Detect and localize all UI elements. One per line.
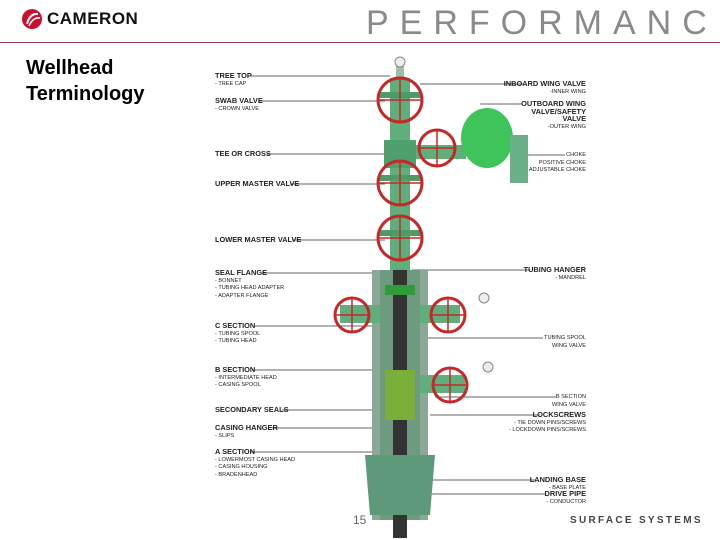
label-inboard-wing-valve: INBOARD WING VALVE-INNER WING (504, 80, 586, 96)
label-sub: - CROWN VALVE (215, 105, 259, 112)
label-a-section: A SECTION- LOWERMOST CASING HEAD- CASING… (215, 448, 295, 479)
page-number: 15 (353, 513, 367, 527)
label-lockscrews: LOCKSCREWS- TIE DOWN PINS/SCREWS- LOCKDO… (509, 411, 586, 435)
label-title: C SECTION (215, 321, 256, 330)
label-sub: - LOCKDOWN PINS/SCREWS (508, 427, 586, 433)
label-tubing-hanger: TUBING HANGER- MANDREL (524, 266, 586, 282)
footer-division: SURFACE SYSTEMS (570, 515, 703, 526)
label-sub: - INTERMEDIATE HEAD (215, 374, 277, 381)
label-landing-base: LANDING BASE- BASE PLATE (530, 476, 586, 492)
label-sub: - CONDUCTOR (546, 498, 586, 505)
label-secondary-seals: SECONDARY SEALS (215, 406, 289, 415)
header-divider (0, 42, 720, 43)
label-title: B SECTION (215, 365, 256, 374)
label-title: UPPER MASTER VALVE (215, 179, 300, 188)
label-seal-flange: SEAL FLANGE- BONNET- TUBING HEAD ADAPTER… (215, 269, 284, 300)
label-title: TEE OR CROSS (215, 149, 271, 158)
label-title: SEAL FLANGE (215, 268, 268, 277)
label-title: A SECTION (215, 447, 255, 456)
label-title: CHOKE (566, 152, 586, 158)
page-title: Wellhead Terminology (26, 55, 145, 107)
label-sub: - TUBING HEAD (215, 338, 257, 344)
label-title: SECONDARY SEALS (215, 405, 289, 414)
label-sub: - TUBING SPOOL (215, 330, 261, 337)
label-sub: - TREE CAP (215, 80, 247, 87)
label-tee-or-cross: TEE OR CROSS (215, 150, 271, 159)
title-line-2: Terminology (26, 83, 145, 105)
label-sub: - TUBING HEAD ADAPTER (215, 285, 285, 291)
title-line-1: Wellhead (26, 57, 114, 79)
label-title: TUBING SPOOL (544, 335, 586, 341)
label-b-section: B SECTION- INTERMEDIATE HEAD- CASING SPO… (215, 366, 277, 390)
label-sub: WING VALVE (552, 401, 586, 408)
tagline: PERFORMANCE (366, 4, 720, 42)
label-sub: -OUTER WING (547, 123, 586, 130)
label-sub: - TIE DOWN PINS/SCREWS (514, 419, 586, 426)
label-sub: - ADAPTER FLANGE (215, 292, 269, 299)
label-sub: - SLIPS (215, 432, 235, 439)
cameron-logo: CAMERON (20, 8, 138, 30)
label-sub: - BRADENHEAD (215, 471, 258, 478)
leader-lines (250, 75, 565, 495)
logo-text: CAMERON (47, 9, 139, 28)
label-drive-pipe: DRIVE PIPE- CONDUCTOR (545, 490, 586, 506)
label-title: B SECTION (555, 394, 586, 400)
label-sub: WING VALVE (552, 342, 586, 349)
label-title: OUTBOARD WING VALVE/SAFETY VALVE (521, 99, 586, 123)
label-title: LOWER MASTER VALVE (215, 235, 302, 244)
label-sub: - BASE PLATE (548, 484, 586, 491)
label-lower-master-valve: LOWER MASTER VALVE (215, 236, 301, 245)
label-sub: - CASING HOUSING (215, 464, 268, 470)
label-title: TREE TOP (215, 71, 252, 80)
label-title: TUBING HANGER (523, 265, 586, 274)
label-tree-top: TREE TOP- TREE CAP (215, 72, 252, 88)
label-title: CASING HANGER (215, 423, 278, 432)
label-swab-valve: SWAB VALVE- CROWN VALVE (215, 97, 263, 113)
label-title: INBOARD WING VALVE (503, 79, 586, 88)
label-sub: - LOWERMOST CASING HEAD (215, 456, 296, 463)
label-sub: POSITIVE CHOKE (538, 159, 586, 166)
label-title: DRIVE PIPE (544, 489, 586, 498)
label-sub: - MANDREL (555, 274, 586, 281)
label-title: LOCKSCREWS (532, 410, 586, 419)
cameron-logo-icon (22, 9, 42, 29)
label-sub: - BONNET (215, 277, 242, 284)
label-title: LANDING BASE (529, 475, 586, 484)
label-casing-hanger: CASING HANGER- SLIPS (215, 424, 278, 440)
label-sub: -INNER WING (549, 88, 586, 95)
label-sub: - CASING SPOOL (215, 382, 261, 388)
label-title: SWAB VALVE (215, 96, 263, 105)
label-outboard-wing-valve: OUTBOARD WING VALVE/SAFETY VALVE-OUTER W… (516, 100, 586, 131)
label-sub: ADJUSTABLE CHOKE (528, 167, 586, 173)
label-upper-master-valve: UPPER MASTER VALVE (215, 180, 299, 189)
label-c-section: C SECTION- TUBING SPOOL- TUBING HEAD (215, 322, 260, 346)
handwheels (333, 76, 469, 404)
